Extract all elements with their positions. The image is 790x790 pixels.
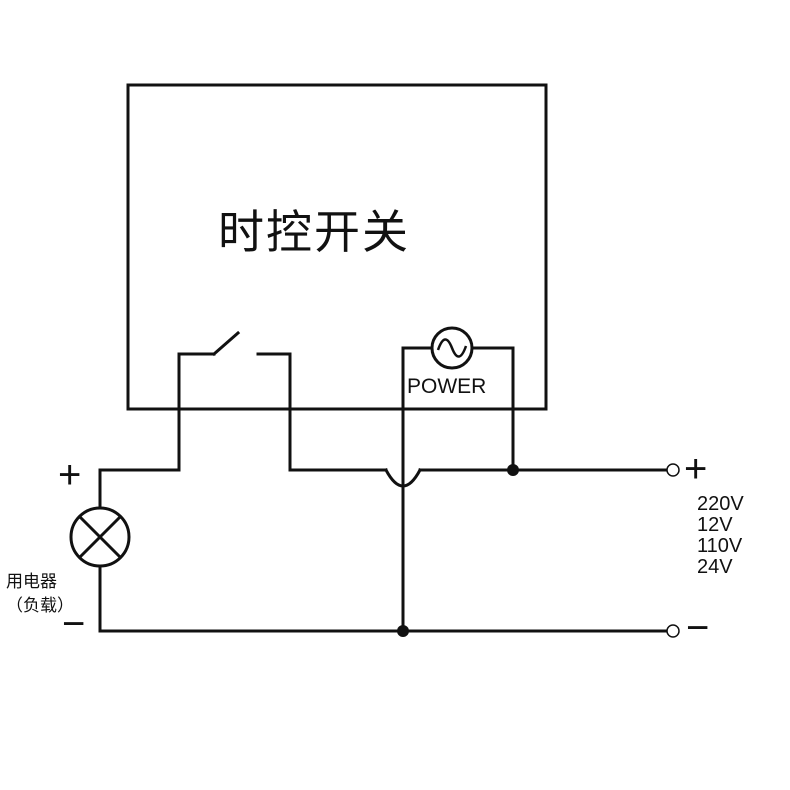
load-note: （负载）: [6, 596, 74, 615]
ac-sine-icon: [430, 326, 474, 370]
voltage-list: 220V 12V 110V 24V: [697, 494, 744, 578]
load-plus-sign: +: [58, 453, 82, 497]
load-minus-sign: −: [62, 602, 86, 646]
junction-dot-plus: [507, 464, 519, 476]
source-minus-sign: −: [686, 606, 710, 650]
timer-box: [126, 83, 548, 411]
voltage-option: 110V: [697, 535, 743, 557]
power-module: [401, 346, 515, 633]
junction-dot-minus: [397, 625, 409, 637]
voltage-option: 12V: [697, 514, 733, 536]
power-label: POWER: [407, 375, 487, 398]
terminal-plus: [666, 463, 680, 477]
load-name: 用电器: [6, 572, 57, 591]
voltage-option: 220V: [697, 493, 744, 515]
terminal-minus: [666, 624, 680, 638]
timer-switch-title: 时控开关: [218, 206, 410, 258]
load-label: 用电器 （负载）: [6, 570, 74, 618]
switch-contact-icon: [177, 330, 292, 472]
source-plus-sign: +: [684, 447, 708, 491]
wire-load-top: [98, 468, 181, 510]
lamp-load-icon: [69, 506, 131, 568]
voltage-option: 24V: [697, 556, 733, 578]
